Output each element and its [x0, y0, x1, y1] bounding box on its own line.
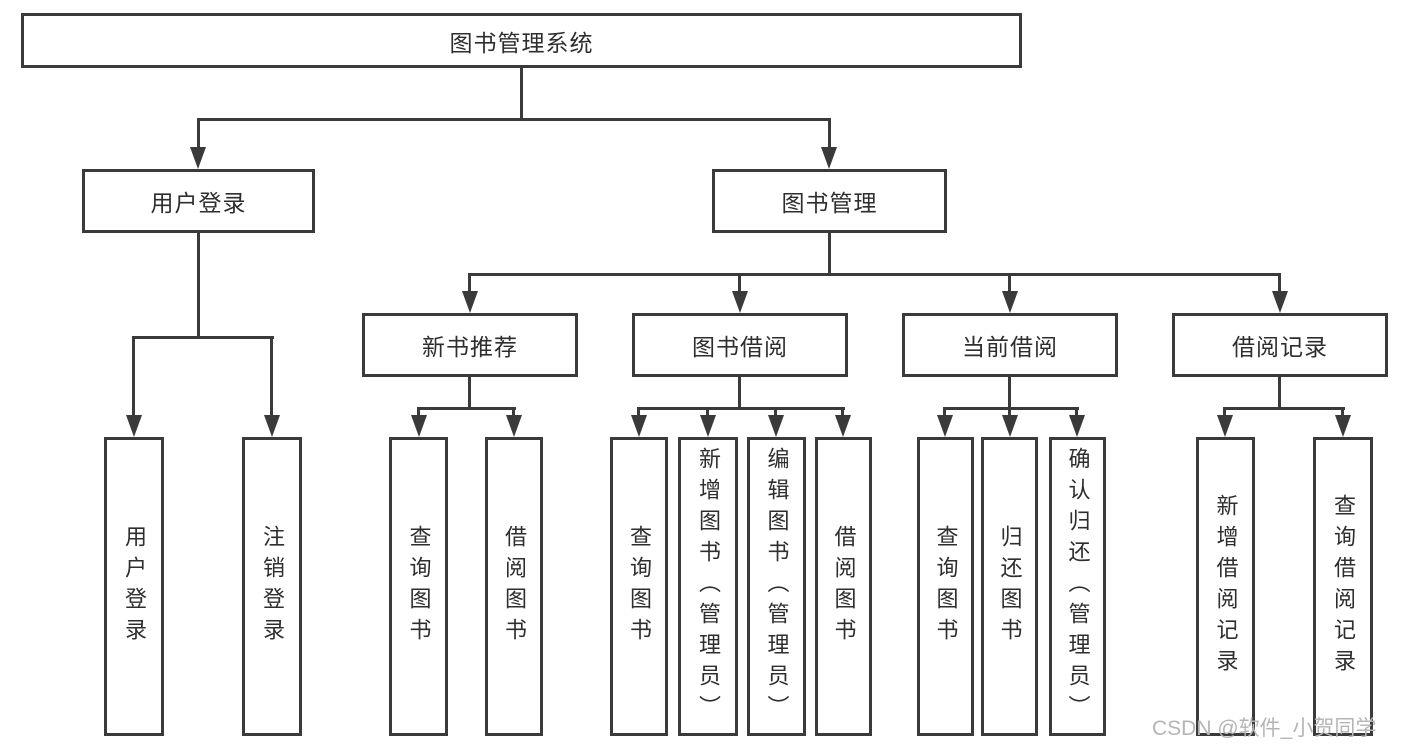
connector-arrow-tail — [1008, 407, 1011, 415]
connector-user-login-split — [133, 336, 274, 339]
arrow-down-icon — [1272, 291, 1288, 313]
connector-book-mgmt-stem — [828, 233, 831, 273]
leaf-borrow-books-recommend: 借阅图书 — [485, 437, 543, 736]
connector-arrow-tail — [1075, 407, 1078, 415]
connector-arrow-tail — [197, 118, 200, 147]
node-borrow-records-label: 借阅记录 — [1232, 334, 1328, 360]
node-root-label: 图书管理系统 — [449, 29, 594, 56]
arrow-down-icon — [937, 415, 953, 437]
connector-arrow-tail — [828, 118, 831, 147]
node-new-book-recommend: 新书推荐 — [362, 313, 578, 377]
arrow-down-icon — [411, 415, 427, 437]
arrow-down-icon — [126, 415, 142, 437]
connector-level2-split — [468, 273, 1281, 276]
leaf-add-borrow-record: 新增借阅记录 — [1196, 437, 1255, 736]
arrow-down-icon — [190, 147, 206, 169]
watermark: CSDN @软件_小贺同学 — [1152, 717, 1377, 740]
arrow-down-icon — [506, 415, 522, 437]
leaf-edit-book-admin-label: 编辑图书（管理员） — [764, 447, 790, 726]
node-book-management-label: 图书管理 — [781, 190, 878, 216]
leaf-user-login-label: 用户登录 — [122, 524, 147, 649]
leaf-query-books-recommend: 查询图书 — [389, 437, 448, 736]
arrow-down-icon — [1002, 291, 1018, 313]
leaf-edit-book-admin: 编辑图书（管理员） — [747, 437, 806, 736]
node-book-borrow-label: 图书借阅 — [692, 334, 788, 360]
connector-arrow-tail — [270, 336, 273, 415]
leaf-return-book: 归还图书 — [981, 437, 1038, 736]
connector-arrow-tail — [841, 407, 844, 415]
connector-current-borrow-stem — [1008, 377, 1011, 407]
node-user-login-label: 用户登录 — [150, 190, 247, 216]
arrow-down-icon — [732, 291, 748, 313]
connector-arrow-tail — [512, 407, 515, 415]
connector-arrow-tail — [1341, 407, 1344, 415]
node-user-login: 用户登录 — [82, 169, 315, 233]
connector-arrow-tail — [943, 407, 946, 415]
connector-arrow-tail — [1008, 273, 1011, 291]
connector-arrow-tail — [1278, 273, 1281, 291]
connector-arrow-tail — [637, 407, 640, 415]
leaf-query-books-borrow-label: 查询图书 — [627, 524, 652, 649]
leaf-return-book-label: 归还图书 — [997, 524, 1023, 649]
leaf-logout-login-label: 注销登录 — [260, 524, 285, 649]
connector-borrow-records-stem — [1278, 377, 1281, 407]
connector-book-borrow-stem — [738, 377, 741, 407]
arrow-down-icon — [768, 415, 784, 437]
leaf-query-books-borrow: 查询图书 — [610, 437, 668, 736]
leaf-query-books-current: 查询图书 — [917, 437, 974, 736]
arrow-down-icon — [1069, 415, 1085, 437]
connector-arrow-tail — [1223, 407, 1226, 415]
leaf-borrow-books-label: 借阅图书 — [831, 524, 857, 649]
leaf-confirm-return-admin: 确认归还（管理员） — [1049, 437, 1106, 736]
node-current-borrow-label: 当前借阅 — [962, 334, 1058, 360]
node-root: 图书管理系统 — [21, 13, 1022, 68]
leaf-borrow-books: 借阅图书 — [815, 437, 872, 736]
arrow-down-icon — [821, 147, 837, 169]
connector-recommend-split — [417, 407, 516, 410]
leaf-add-book-admin-label: 新增图书（管理员） — [696, 447, 721, 726]
node-current-borrow: 当前借阅 — [902, 313, 1118, 377]
arrow-down-icon — [1002, 415, 1018, 437]
arrow-down-icon — [264, 415, 280, 437]
node-book-management: 图书管理 — [712, 169, 947, 233]
arrow-down-icon — [1217, 415, 1233, 437]
arrow-down-icon — [835, 415, 851, 437]
leaf-logout-login: 注销登录 — [242, 437, 302, 736]
leaf-query-books-current-label: 查询图书 — [933, 524, 959, 649]
arrow-down-icon — [1335, 415, 1351, 437]
arrow-down-icon — [631, 415, 647, 437]
arrow-down-icon — [462, 291, 478, 313]
connector-current-borrow-split — [943, 407, 1079, 410]
connector-user-login-stem — [197, 233, 200, 336]
leaf-query-borrow-record: 查询借阅记录 — [1313, 437, 1373, 736]
node-borrow-records: 借阅记录 — [1172, 313, 1388, 377]
leaf-query-borrow-record-label: 查询借阅记录 — [1331, 493, 1356, 680]
connector-borrow-records-split — [1223, 407, 1345, 410]
leaf-borrow-books-recommend-label: 借阅图书 — [502, 524, 527, 649]
node-book-borrow: 图书借阅 — [632, 313, 848, 377]
connector-arrow-tail — [132, 336, 135, 415]
connector-arrow-tail — [774, 407, 777, 415]
connector-arrow-tail — [468, 273, 471, 291]
leaf-confirm-return-admin-label: 确认归还（管理员） — [1065, 447, 1091, 726]
connector-arrow-tail — [706, 407, 709, 415]
leaf-add-borrow-record-label: 新增借阅记录 — [1213, 493, 1239, 680]
arrow-down-icon — [700, 415, 716, 437]
connector-book-borrow-split — [637, 407, 845, 410]
leaf-user-login: 用户登录 — [104, 437, 164, 736]
connector-arrow-tail — [738, 273, 741, 291]
connector-level1-split — [197, 118, 831, 121]
connector-root-stem — [520, 68, 523, 118]
connector-arrow-tail — [417, 407, 420, 415]
leaf-add-book-admin: 新增图书（管理员） — [678, 437, 738, 736]
node-new-book-recommend-label: 新书推荐 — [422, 334, 518, 360]
leaf-query-books-recommend-label: 查询图书 — [406, 524, 432, 649]
connector-recommend-stem — [468, 377, 471, 407]
